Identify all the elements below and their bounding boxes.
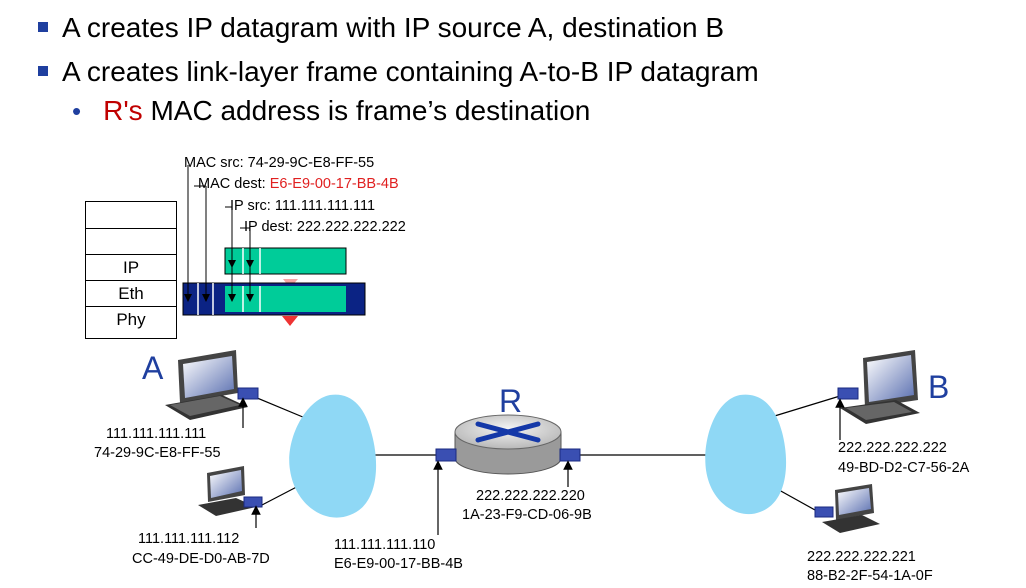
ip-datagram <box>224 247 347 275</box>
host-112-ip: 111.111.111.112 <box>138 531 240 547</box>
bullet-2: A creates link-layer frame containing A-… <box>38 56 759 88</box>
stack-layer-ip: IP <box>86 254 176 280</box>
host-221-ip: 222.222.222.221 <box>807 549 916 565</box>
host-221-mac: 88-B2-2F-54-1A-0F <box>807 568 933 584</box>
square-bullet-icon <box>38 22 48 32</box>
protocol-stack: IP Eth Phy <box>85 201 177 339</box>
host-b-mac: 49-BD-D2-C7-56-2A <box>838 460 970 476</box>
stack-layer <box>86 228 176 254</box>
node-label-b: B <box>928 369 950 405</box>
sub-bullet: •R's MAC address is frame’s destination <box>72 95 591 126</box>
host-112-mac: CC-49-DE-D0-AB-7D <box>132 551 270 567</box>
node-label-a: A <box>142 350 164 386</box>
host-221-computer-icon <box>814 484 880 533</box>
mac-dest-label: MAC dest: E6-E9-00-17-BB-4B <box>198 176 399 192</box>
subnet-cloud-left <box>289 394 377 518</box>
field-pointers <box>184 165 254 302</box>
host-a-computer-icon <box>165 350 259 420</box>
subnet-cloud-right <box>705 394 787 515</box>
square-bullet-icon <box>38 66 48 76</box>
node-label-r: R <box>499 383 523 419</box>
bullet-1: A creates IP datagram with IP source A, … <box>38 12 724 44</box>
router-right-mac: 1A-23-F9-CD-06-9B <box>462 507 592 523</box>
frame-diagram <box>182 247 366 326</box>
mac-src-label: MAC src: 74-29-9C-E8-FF-55 <box>184 155 375 171</box>
host-a-mac: 74-29-9C-E8-FF-55 <box>94 445 221 461</box>
mac-dest-value: E6-E9-00-17-BB-4B <box>269 176 399 192</box>
router-left-mac: E6-E9-00-17-BB-4B <box>334 556 463 572</box>
host-a-ip: 111.111.111.111 <box>106 426 207 442</box>
stack-layer-phy: Phy <box>86 306 176 340</box>
stack-layer-eth: Eth <box>86 280 176 306</box>
ip-src-label: IP src: 111.111.111.111 <box>230 198 376 214</box>
host-b-computer-icon <box>837 350 920 424</box>
router-left-ip: 111.111.111.110 <box>334 537 436 553</box>
router-icon <box>435 414 581 475</box>
interface-arrows <box>238 397 845 535</box>
host-112-computer-icon <box>198 466 263 516</box>
host-b-ip: 222.222.222.222 <box>838 440 947 456</box>
round-bullet-icon: • <box>72 96 82 126</box>
ip-dest-label: IP dest: 222.222.222.222 <box>244 219 406 235</box>
router-right-ip: 222.222.222.220 <box>476 488 585 504</box>
